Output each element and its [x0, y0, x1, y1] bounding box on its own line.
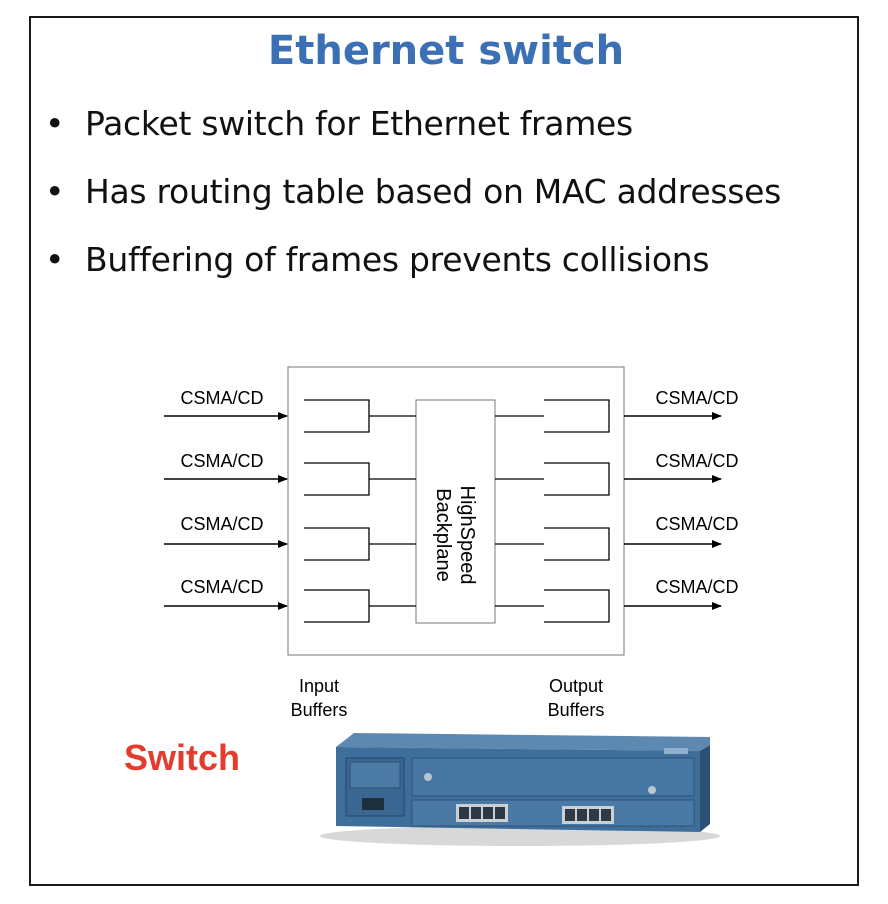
bullet-item: • Packet switch for Ethernet frames	[45, 104, 781, 172]
bullet-list: • Packet switch for Ethernet frames • Has …	[45, 104, 781, 308]
input-buffer	[304, 462, 416, 496]
input-buffer	[304, 527, 416, 561]
bullet-dot-icon: •	[45, 172, 65, 211]
bullet-text: Buffering of frames prevents collisions	[85, 240, 710, 279]
bullet-dot-icon: •	[45, 240, 65, 279]
input-link-label: CSMA/CD	[180, 514, 263, 534]
bullet-dot-icon: •	[45, 104, 65, 143]
switch-label: Switch	[124, 737, 241, 778]
input-link-label: CSMA/CD	[180, 451, 263, 471]
output-buffers-caption-line2: Buffers	[548, 700, 605, 720]
slide-title: Ethernet switch	[267, 28, 625, 74]
output-buffer	[495, 462, 610, 496]
switch-photo	[320, 733, 720, 846]
output-buffer	[495, 527, 610, 561]
bullet-item: • Has routing table based on MAC addresse…	[45, 172, 781, 240]
bullet-item: • Buffering of frames prevents collisions	[45, 240, 781, 308]
input-buffer	[304, 589, 416, 623]
output-buffer	[495, 589, 610, 623]
input-buffers-caption-line1: Input	[299, 676, 339, 696]
bullet-text: Has routing table based on MAC addresses	[85, 172, 782, 211]
output-link-label: CSMA/CD	[655, 388, 738, 408]
input-link-label: CSMA/CD	[180, 577, 263, 597]
output-buffers-caption-line1: Output	[549, 676, 603, 696]
output-link-label: CSMA/CD	[655, 514, 738, 534]
bullet-text: Packet switch for Ethernet frames	[85, 104, 633, 143]
output-buffer	[495, 399, 610, 433]
output-link-label: CSMA/CD	[655, 451, 738, 471]
input-link-label: CSMA/CD	[180, 388, 263, 408]
input-buffers-caption-line2: Buffers	[291, 700, 348, 720]
backplane-box	[415, 399, 496, 624]
backplane-label-line2: Backplane	[432, 488, 454, 581]
input-buffer	[304, 399, 416, 433]
output-link-label: CSMA/CD	[655, 577, 738, 597]
backplane-label-line1: HighSpeed	[456, 486, 478, 585]
